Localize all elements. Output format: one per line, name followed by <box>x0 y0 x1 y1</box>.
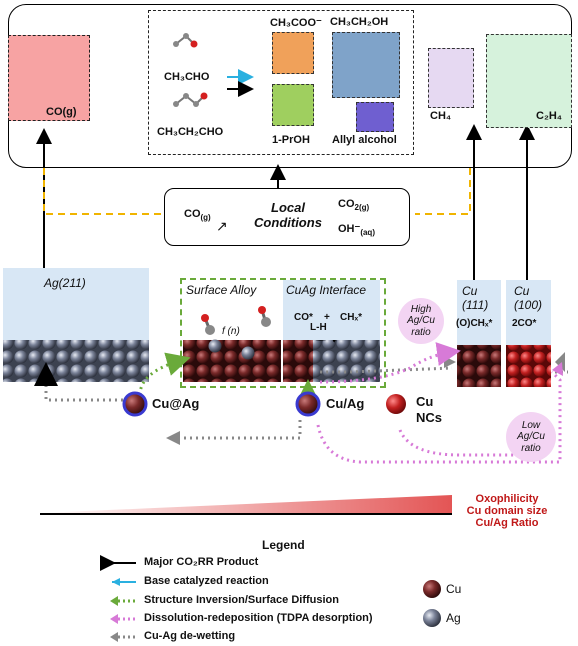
ag211-label: Ag(211) <box>44 276 86 290</box>
legend-ag-sphere <box>423 609 441 627</box>
surface-alloy-surface <box>183 340 281 382</box>
cu100-surface <box>506 345 551 387</box>
cu-at-ag-label: Cu@Ag <box>152 396 200 411</box>
ag211-surface <box>3 340 149 382</box>
cu-ag-particle <box>295 391 321 417</box>
ethanol-label: CH₃CH₂OH <box>330 16 389 28</box>
co2-label: CO2(g) <box>338 198 370 213</box>
dewetting-bottom <box>180 420 302 440</box>
cu111-facet <box>457 280 501 345</box>
cu-ncs-label-1: Cu <box>416 394 434 409</box>
arrow-glyph: ↗ <box>216 218 228 234</box>
co-label: CO(g) <box>46 106 77 118</box>
legend-ag-label: Ag <box>446 611 461 625</box>
gradient-wedge <box>40 495 452 513</box>
och-label: (O)CHₓ* <box>456 318 493 329</box>
legend-dewetting: Cu-Ag de-wetting <box>144 630 236 642</box>
cu-ag-label: Cu/Ag <box>326 396 365 411</box>
cu100-label-a: Cu <box>514 284 530 298</box>
interface-cu-surface <box>283 340 313 382</box>
legend-cu-label: Cu <box>446 582 462 596</box>
local-conditions-box <box>164 188 410 246</box>
cu111-label-b: (111) <box>462 298 489 312</box>
allyl-label: Allyl alcohol <box>332 134 397 146</box>
alloy-ag-atom <box>241 346 255 360</box>
f-n-label: f (n) <box>222 326 240 337</box>
oh-label: OH⁻(aq) <box>338 223 375 238</box>
cu-ncs-particle <box>386 394 406 414</box>
cu111-surface <box>457 345 501 387</box>
alloy-interface-frame <box>180 278 386 388</box>
multicarbon-box <box>148 10 414 155</box>
ch4-label: CH₄ <box>430 110 452 122</box>
gradient-labels: Oxophilicity Cu domain size Cu/Ag Ratio <box>466 493 548 529</box>
co-input: CO(g) <box>184 208 211 223</box>
c2h4-box <box>486 34 572 128</box>
legend-major-product: Major CO₂RR Product <box>144 556 259 568</box>
lh-label: L-H <box>310 322 327 333</box>
ethanol-box <box>332 32 400 98</box>
cu100-facet <box>506 280 551 345</box>
co-product-box <box>8 35 90 121</box>
surface-alloy-label: Surface Alloy <box>186 283 257 297</box>
c2h4-label: C₂H₄ <box>536 110 563 122</box>
acetate-box <box>272 32 314 74</box>
plus-label: + <box>324 312 330 323</box>
dissolution-high-ratio <box>319 342 461 384</box>
alloy-free-co-oxygen <box>258 306 266 314</box>
co-pathway-left <box>43 168 168 215</box>
acetate-label: CH₃COO⁻ <box>270 17 322 29</box>
legend-base-catalyzed: Base catalyzed reaction <box>144 575 269 587</box>
allyl-box <box>356 102 394 132</box>
propanol-label: 1-PrOH <box>272 134 310 146</box>
cu100-label-b: (100) <box>514 298 543 312</box>
ch3cho-molecule <box>173 33 198 48</box>
ch4-box <box>428 48 474 108</box>
ag211-facet <box>3 268 149 340</box>
cu111-label-a: Cu <box>462 284 478 298</box>
cu-at-ag-particle <box>122 391 148 417</box>
ch3ch2cho-molecule <box>173 92 208 107</box>
legend-structure-inversion: Structure Inversion/Surface Diffusion <box>144 594 339 606</box>
legend-cu-sphere <box>423 580 441 598</box>
alloy-ag-atom <box>208 339 222 353</box>
cuag-interface-label: CuAg Interface <box>286 283 367 297</box>
co-star-label: CO* <box>294 312 313 323</box>
cu-ncs-label-2: NCs <box>416 410 443 425</box>
2co-star-label: 2CO* <box>512 318 537 329</box>
alloy-free-co-carbon <box>261 317 271 327</box>
legend-dissolution: Dissolution-redeposition (TDPA desorptio… <box>144 612 373 624</box>
chx-star-label: CHₓ* <box>340 312 362 323</box>
ch3ch2cho-label: CH₃CH₂CHO <box>157 126 224 138</box>
dissolution-cu-ncs <box>398 429 540 457</box>
alloy-co-carbon <box>205 325 215 335</box>
alloy-co-oxygen <box>201 314 209 322</box>
legend-title: Legend <box>262 538 305 552</box>
co-pathway-right <box>415 168 471 215</box>
interface-facet <box>283 280 380 340</box>
conditions-title: Local Conditions <box>254 200 322 230</box>
propanol-box <box>272 84 314 126</box>
ch3cho-label: CH₃CHO <box>164 71 210 83</box>
dewetting-to-cu111 <box>320 366 453 374</box>
